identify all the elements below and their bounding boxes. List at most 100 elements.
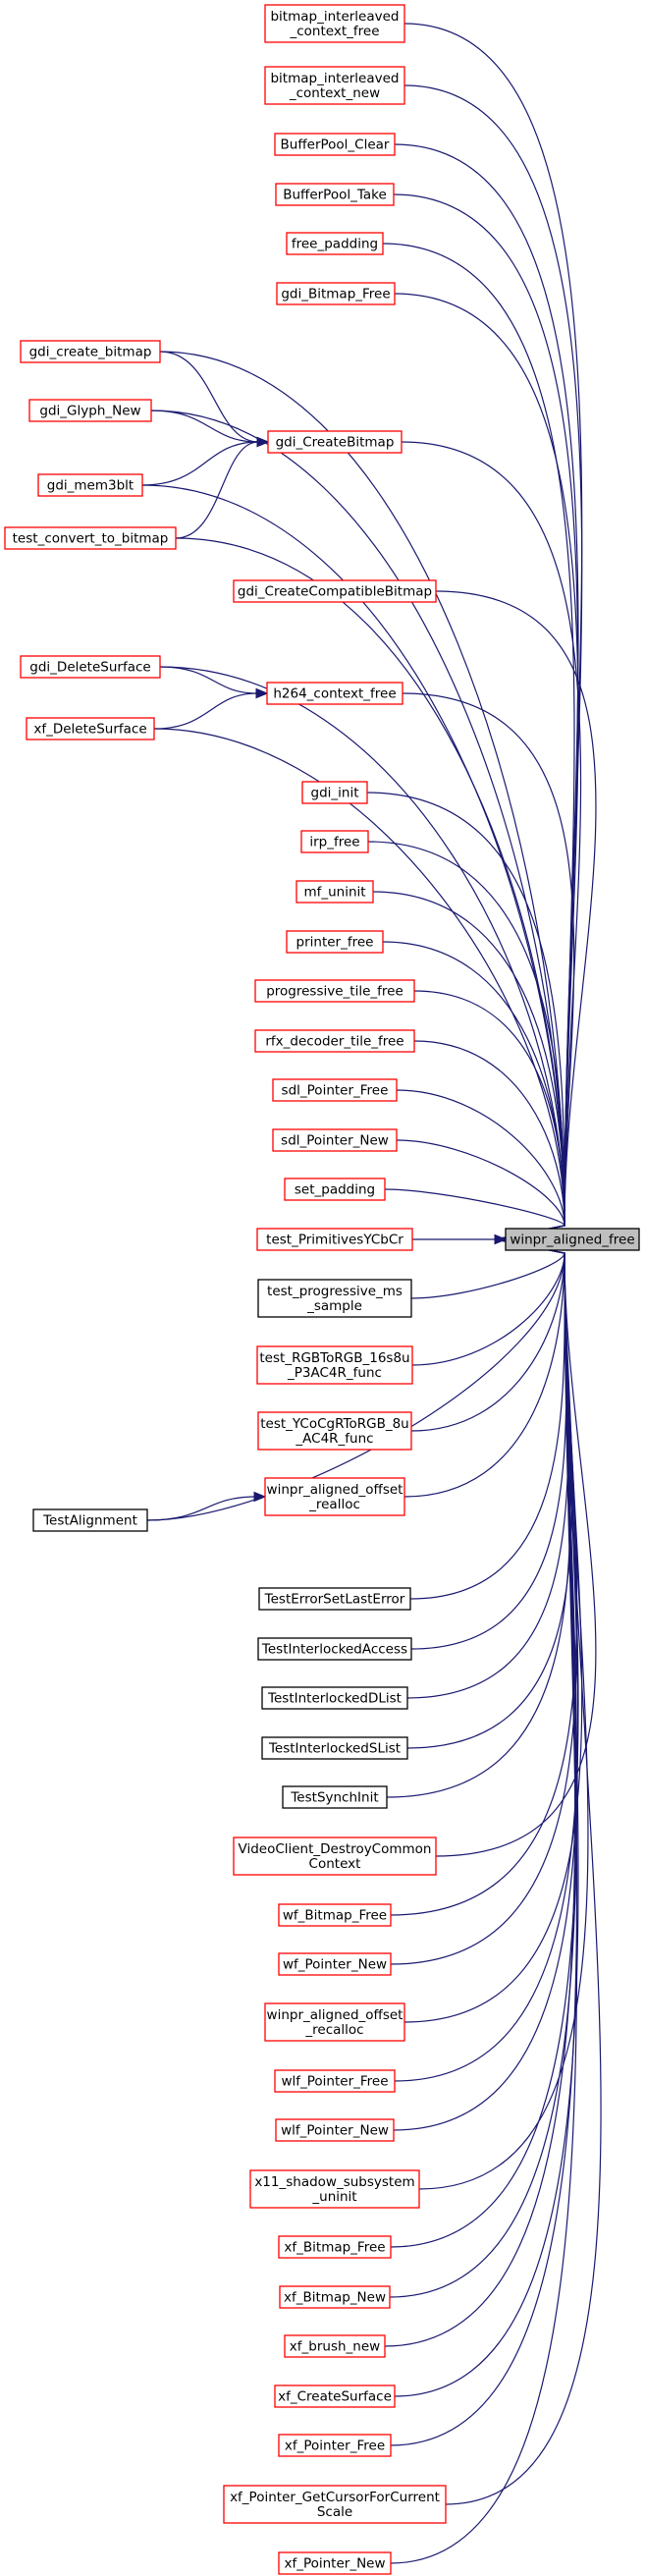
edge [386,1238,571,1798]
node-xf-bitmap-new[interactable]: xf_Bitmap_New [279,2285,391,2309]
node-gdi-createcompatiblebitmap[interactable]: gdi_CreateCompatibleBitmap [233,579,437,603]
node-xf-pointer-new[interactable]: xf_Pointer_New [278,2551,392,2575]
node-box [258,1587,411,1611]
node-rfx-decoder-tile-free[interactable]: rfx_decoder_tile_free [254,1029,415,1053]
node-label: test_progressive_ms [267,1284,403,1299]
node-label: winpr_aligned_offset [267,2007,403,2023]
node-irp-free[interactable]: irp_free [300,830,369,853]
node-label: xf_Pointer_Free [285,2439,385,2454]
node-test-progressive-ms-sample[interactable]: test_progressive_ms_sample [257,1279,412,1318]
node-label: VideoClient_DestroyCommon [239,1841,432,1857]
node-label: xf_Bitmap_New [284,2290,386,2306]
edge [146,1496,256,1521]
node-testsynchinit[interactable]: TestSynchInit [282,1785,388,1809]
node-gdi-glyph-new[interactable]: gdi_Glyph_New [28,399,152,422]
edge [418,1238,589,2190]
node-box [296,880,374,904]
node-xf-bitmap-free[interactable]: xf_Bitmap_Free [278,2235,392,2259]
node-test-primitivesycbcr[interactable]: test_PrimitivesYCbCr [256,1228,413,1251]
node-testinterlockeddlist[interactable]: TestInterlockedDList [261,1686,408,1710]
edge [384,1188,565,1240]
edge [153,728,565,1240]
edge [413,1040,565,1240]
edge [382,243,575,1240]
edge [367,841,565,1240]
node-xf-createsurface[interactable]: xf_CreateSurface [274,2384,396,2408]
node-winpr-aligned-offset-realloc[interactable]: winpr_aligned_offset_realloc [264,1477,405,1516]
node-sdl-pointer-new[interactable]: sdl_Pointer_New [272,1128,398,1152]
node-free-padding[interactable]: free_padding [286,232,384,255]
node-testalignment[interactable]: TestAlignment [32,1508,148,1532]
node-box [256,1228,413,1251]
node-gdi-deletesurface[interactable]: gdi_DeleteSurface [20,655,161,679]
node-gdi-bitmap-free[interactable]: gdi_Bitmap_Free [276,282,396,305]
edge [146,1238,565,1521]
node-box [286,930,384,954]
node-label: gdi_create_bitmap [29,345,152,360]
node-testinterlockedslist[interactable]: TestInterlockedSList [261,1736,408,1760]
node-wf-pointer-new[interactable]: wf_Pointer_New [278,1952,392,1976]
node-label: _realloc [308,1497,360,1512]
edge [390,1238,578,2564]
edge [159,351,259,443]
node-printer-free[interactable]: printer_free [286,930,384,954]
node-test-ycocgrtorgb-8u-ac4r-func[interactable]: test_YCoCgRToRGB_8u_AC4R_func [257,1411,412,1451]
edge [389,1238,577,2298]
edge [394,293,579,1240]
node-bufferpool-clear[interactable]: BufferPool_Clear [274,133,396,156]
node-bitmap-interleaved-context-new[interactable]: bitmap_interleaved_context_new [264,66,405,105]
node-winpr-aligned-free[interactable]: winpr_aligned_free [505,1228,640,1251]
node-xf-deletesurface[interactable]: xf_DeleteSurface [26,717,155,740]
node-gdi-create-bitmap[interactable]: gdi_create_bitmap [20,340,161,363]
arrowhead [255,687,269,699]
node-test-convert-to-bitmap[interactable]: test_convert_to_bitmap [4,526,177,550]
node-box [233,579,437,603]
node-gdi-init[interactable]: gdi_init [301,781,368,804]
node-sdl-pointer-free[interactable]: sdl_Pointer_Free [272,1078,398,1102]
node-gdi-mem3blt[interactable]: gdi_mem3blt [37,473,143,497]
node-wlf-pointer-free[interactable]: wlf_Pointer_Free [274,2069,396,2093]
node-label: gdi_mem3blt [47,478,134,494]
node-label: TestSynchInit [290,1790,378,1806]
node-winpr-aligned-offset-recalloc[interactable]: winpr_aligned_offset_recalloc [264,2002,405,2042]
node-testinterlockedaccess[interactable]: TestInterlockedAccess [257,1637,412,1661]
node-label: free_padding [292,237,378,252]
node-bufferpool-take[interactable]: BufferPool_Take [275,183,395,206]
node-set-padding[interactable]: set_padding [284,1178,386,1201]
edge [396,1139,565,1240]
node-box [272,1078,398,1102]
node-label: TestInterlockedAccess [261,1642,407,1658]
node-bitmap-interleaved-context-free[interactable]: bitmap_interleaved_context_free [264,4,405,43]
node-box [278,2434,392,2457]
node-label: test_RGBToRGB_16s8u [259,1350,409,1366]
node-progressive-tile-free[interactable]: progressive_tile_free [254,979,415,1003]
node-label: _AC4R_func [295,1431,373,1447]
node-xf-brush-new[interactable]: xf_brush_new [284,2334,386,2358]
node-box [249,2169,420,2209]
node-label: gdi_init [311,786,359,801]
edge [390,1238,578,2248]
node-label: mf_uninit [303,885,365,901]
node-box [300,830,369,853]
node-wlf-pointer-new[interactable]: wlf_Pointer_New [275,2118,395,2142]
node-xf-pointer-free[interactable]: xf_Pointer_Free [278,2434,392,2457]
nodes-layer: winpr_aligned_free bitmap_interleaved_con… [4,4,640,2575]
node-h264-context-free[interactable]: h264_context_free [266,682,403,705]
node-gdi-createbitmap[interactable]: gdi_CreateBitmap [267,430,403,454]
node-test-rgbtorgb-16s8u-p3ac4r-func[interactable]: test_RGBToRGB_16s8u_P3AC4R_func [256,1345,413,1385]
node-label: winpr_aligned_free [510,1233,634,1248]
node-mf-uninit[interactable]: mf_uninit [296,880,374,904]
edge [410,1238,567,1650]
node-wf-bitmap-free[interactable]: wf_Bitmap_Free [278,1903,392,1927]
edge [406,1238,569,1699]
node-label: printer_free [296,935,374,951]
node-box [4,526,177,550]
node-box [272,1128,398,1152]
node-testerrorsetlasterror[interactable]: TestErrorSetLastError [258,1587,411,1611]
edge [150,410,565,1240]
edge [175,441,259,539]
node-x11-shadow-subsystem-uninit[interactable]: x11_shadow_subsystem_uninit [249,2169,420,2209]
